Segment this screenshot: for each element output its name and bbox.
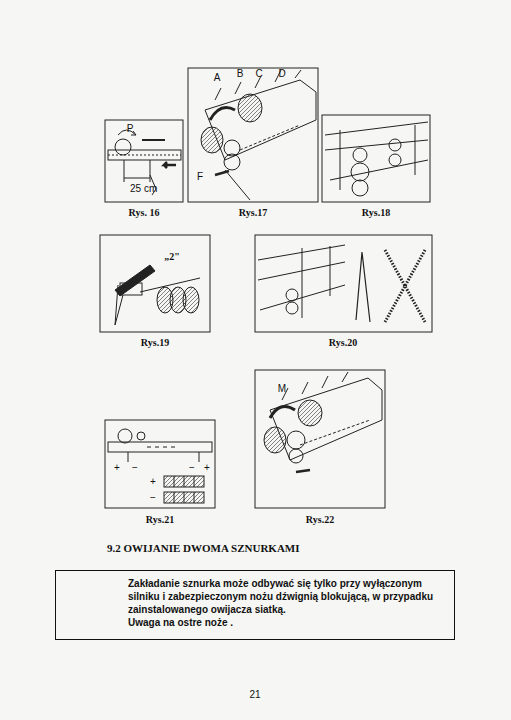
figure-frame bbox=[188, 68, 318, 202]
twine-box-sketch bbox=[201, 70, 316, 200]
figure-caption: Rys.20 bbox=[329, 338, 357, 348]
twine-box-sketch bbox=[264, 372, 382, 472]
callout-label: B bbox=[237, 69, 244, 79]
callout-label: − bbox=[132, 463, 138, 473]
callout-label: 25 cm bbox=[130, 184, 157, 194]
figure-caption: Rys.22 bbox=[306, 515, 334, 525]
figure-frame bbox=[100, 235, 210, 332]
figure-frame bbox=[255, 235, 432, 332]
callout-label: − bbox=[189, 463, 195, 473]
figure-caption: Rys.19 bbox=[141, 338, 169, 348]
page-number: 21 bbox=[249, 690, 260, 700]
callout-label: − bbox=[150, 493, 156, 503]
callout-label: D bbox=[278, 69, 285, 79]
rail-sketch bbox=[108, 130, 181, 195]
adjust-sketch bbox=[108, 429, 212, 503]
callout-label: A bbox=[214, 73, 221, 83]
warning-text: Zakładanie sznurka może odbywać się tylk… bbox=[128, 577, 446, 616]
figure-frame bbox=[255, 370, 385, 508]
figure-caption: Rys. 16 bbox=[129, 208, 160, 218]
figure-caption: Rys.17 bbox=[239, 208, 267, 218]
callout-label: + bbox=[204, 463, 210, 473]
figure-frame bbox=[105, 120, 183, 202]
figure-caption: „2" bbox=[164, 252, 180, 262]
twine-routing-sketch bbox=[258, 245, 425, 322]
callout-label: + bbox=[114, 463, 120, 473]
callout-label: M bbox=[278, 384, 286, 394]
callout-label: F bbox=[197, 172, 203, 182]
figure-caption: Rys.21 bbox=[146, 515, 174, 525]
figure-frame bbox=[322, 115, 430, 202]
section-heading: 9.2 OWIJANIE DWOMA SZNURKAMI bbox=[107, 543, 300, 554]
lever-sketch bbox=[115, 265, 200, 325]
warning-box: Zakładanie sznurka może odbywać się tylk… bbox=[55, 570, 455, 640]
figure-caption: Rys.18 bbox=[362, 208, 390, 218]
knotter-sketch bbox=[325, 122, 428, 196]
callout-label: + bbox=[150, 477, 156, 487]
warning-text: Uwaga na ostre noże . bbox=[128, 616, 446, 629]
callout-label: C bbox=[255, 69, 262, 79]
callout-label: P bbox=[127, 124, 134, 134]
figure-frame bbox=[105, 420, 215, 508]
